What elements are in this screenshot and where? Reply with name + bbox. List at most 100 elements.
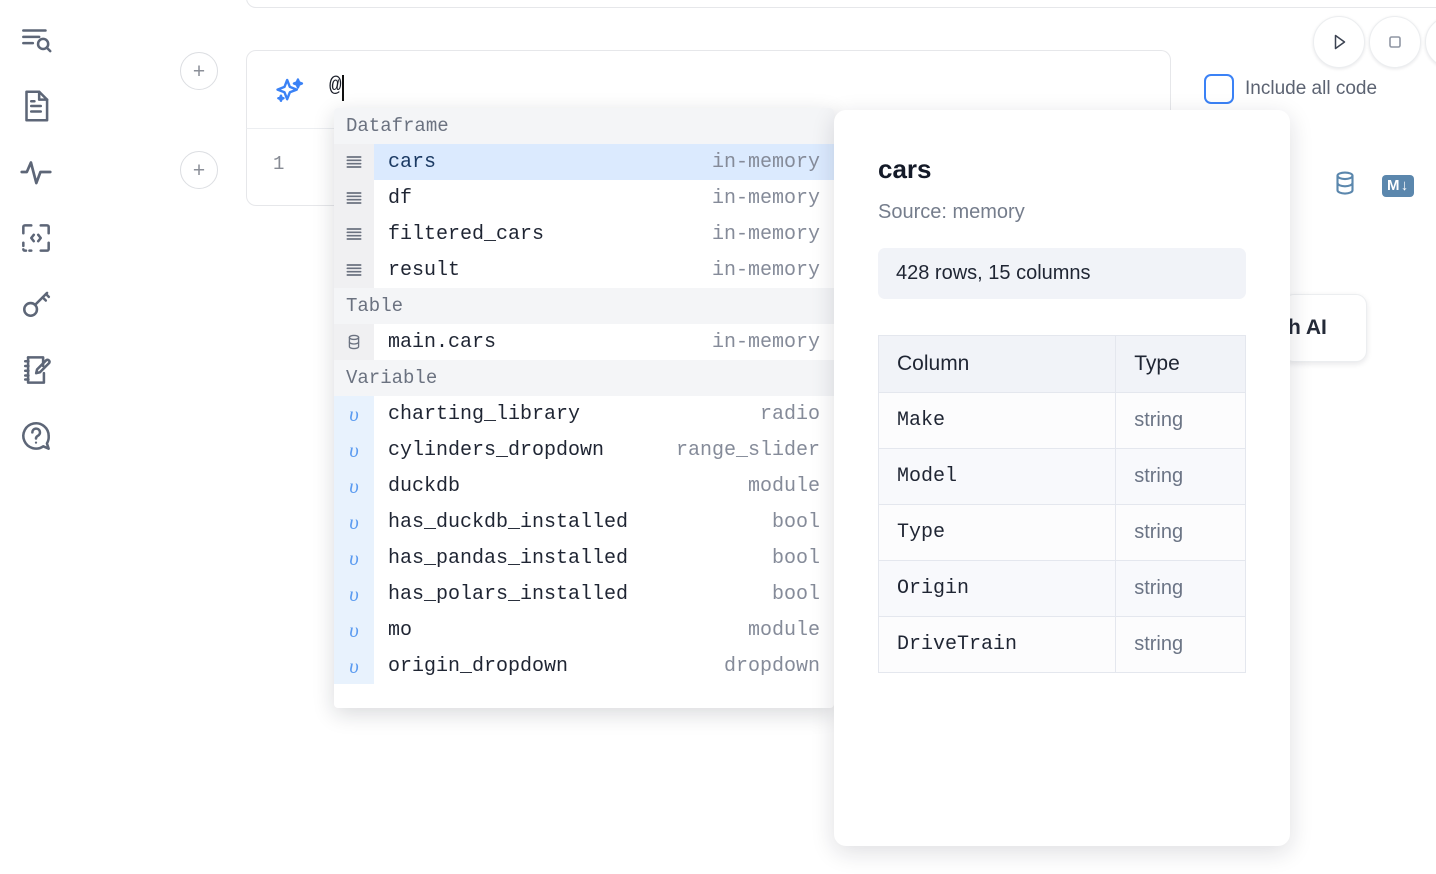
- autocomplete-item-name: mo: [388, 618, 413, 642]
- variable-icon: υ: [334, 576, 374, 612]
- autocomplete-item[interactable]: main.cars in-memory: [334, 324, 834, 360]
- sidebar-rail: [0, 0, 72, 874]
- with-ai-button[interactable]: h AI: [1283, 294, 1367, 362]
- schema-column-type: string: [1115, 504, 1246, 561]
- autocomplete-item[interactable]: υ has_duckdb_installed bool: [334, 504, 834, 540]
- autocomplete-item[interactable]: υ has_pandas_installed bool: [334, 540, 834, 576]
- autocomplete-item[interactable]: df in-memory: [334, 180, 834, 216]
- markdown-badge-arrow: ↓: [1400, 176, 1409, 194]
- schema-column-type: string: [1115, 560, 1246, 617]
- markdown-icon[interactable]: M↓: [1382, 174, 1414, 197]
- variable-detail-panel: cars Source: memory 428 rows, 15 columns…: [834, 110, 1290, 846]
- more-actions-button[interactable]: [1425, 16, 1436, 68]
- autocomplete-item[interactable]: cars in-memory: [334, 144, 834, 180]
- cell-toolbar: M↓: [1330, 168, 1414, 203]
- variable-icon: υ: [334, 504, 374, 540]
- autocomplete-item-kind: bool: [771, 510, 820, 534]
- text-caret: [341, 75, 344, 101]
- autocomplete-item-name: duckdb: [388, 474, 461, 498]
- scratchpad-edit-icon[interactable]: [14, 348, 58, 392]
- detail-shape: 428 rows, 15 columns: [878, 248, 1246, 299]
- outline-search-icon[interactable]: [14, 18, 58, 62]
- add-cell-above-button[interactable]: +: [180, 52, 218, 90]
- autocomplete-item-name: main.cars: [388, 330, 497, 354]
- autocomplete-item-name: filtered_cars: [388, 222, 545, 246]
- previous-cell: [246, 0, 1436, 8]
- autocomplete-item-kind: bool: [771, 546, 820, 570]
- autocomplete-group-header: Variable: [334, 360, 834, 396]
- autocomplete-item-name: cars: [388, 150, 437, 174]
- dataframe-icon: [334, 144, 374, 180]
- autocomplete-item-kind: module: [747, 474, 820, 498]
- table-database-icon: [334, 324, 374, 360]
- autocomplete-item-kind: range_slider: [675, 438, 820, 462]
- add-cell-below-button[interactable]: +: [180, 151, 218, 189]
- run-cell-button[interactable]: [1313, 16, 1365, 68]
- autocomplete-item[interactable]: filtered_cars in-memory: [334, 216, 834, 252]
- autocomplete-item-name: result: [388, 258, 461, 282]
- autocomplete-item-kind: in-memory: [711, 330, 820, 354]
- autocomplete-item-kind: in-memory: [711, 222, 820, 246]
- autocomplete-item-kind: in-memory: [711, 150, 820, 174]
- include-all-code-toggle[interactable]: Include all code: [1204, 74, 1377, 104]
- schema-column-name: Type: [877, 504, 1117, 561]
- notebook-file-icon[interactable]: [14, 84, 58, 128]
- schema-column-type: string: [1115, 616, 1246, 673]
- database-icon[interactable]: [1330, 168, 1360, 203]
- autocomplete-item[interactable]: υ has_polars_installed bool: [334, 576, 834, 612]
- autocomplete-item-name: has_polars_installed: [388, 582, 629, 606]
- activity-icon[interactable]: [14, 150, 58, 194]
- include-all-code-checkbox[interactable]: [1204, 74, 1234, 104]
- line-number: 1: [273, 153, 285, 175]
- variable-icon: υ: [334, 540, 374, 576]
- schema-column-type: string: [1115, 392, 1246, 449]
- variable-icon: υ: [334, 432, 374, 468]
- schema-column-name: Make: [877, 392, 1117, 449]
- autocomplete-item-name: origin_dropdown: [388, 654, 569, 678]
- variable-icon: υ: [334, 648, 374, 684]
- schema-column-name: DriveTrain: [877, 616, 1117, 673]
- autocomplete-item-kind: dropdown: [723, 654, 820, 678]
- variable-icon: υ: [334, 468, 374, 504]
- autocomplete-item-kind: module: [747, 618, 820, 642]
- autocomplete-group-header: Dataframe: [334, 108, 834, 144]
- dataframe-icon: [334, 180, 374, 216]
- include-all-code-label: Include all code: [1245, 78, 1378, 99]
- ai-input-value[interactable]: @: [329, 75, 342, 98]
- autocomplete-item-name: df: [388, 186, 413, 210]
- autocomplete-item-kind: radio: [759, 402, 820, 426]
- variable-icon: υ: [334, 612, 374, 648]
- autocomplete-item-kind: bool: [771, 582, 820, 606]
- schema-column-name: Model: [877, 448, 1117, 505]
- sparkle-icon: [273, 75, 307, 109]
- autocomplete-item[interactable]: υ charting_library radio: [334, 396, 834, 432]
- autocomplete-item-name: has_duckdb_installed: [388, 510, 629, 534]
- help-chat-icon[interactable]: [14, 414, 58, 458]
- detail-source: Source: memory: [878, 201, 1025, 223]
- schema-column-type: string: [1115, 448, 1246, 505]
- schema-header-cell: Type: [1115, 335, 1246, 393]
- autocomplete-dropdown[interactable]: Dataframe cars in-memory df in-memory filt…: [334, 108, 834, 708]
- autocomplete-item[interactable]: υ origin_dropdown dropdown: [334, 648, 834, 684]
- variable-icon: υ: [334, 396, 374, 432]
- key-icon[interactable]: [14, 282, 58, 326]
- detail-title: cars: [878, 154, 932, 184]
- autocomplete-item-kind: in-memory: [711, 186, 820, 210]
- autocomplete-item-name: has_pandas_installed: [388, 546, 629, 570]
- autocomplete-group-header: Table: [334, 288, 834, 324]
- stop-cell-button[interactable]: [1369, 16, 1421, 68]
- dataframe-icon: [334, 216, 374, 252]
- autocomplete-item-name: cylinders_dropdown: [388, 438, 605, 462]
- autocomplete-item[interactable]: υ cylinders_dropdown range_slider: [334, 432, 834, 468]
- autocomplete-item-name: charting_library: [388, 402, 581, 426]
- code-snippet-icon[interactable]: [14, 216, 58, 260]
